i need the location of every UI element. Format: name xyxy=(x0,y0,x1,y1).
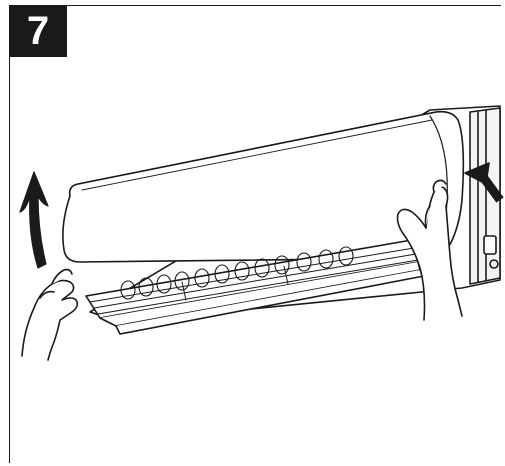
curved-up-arrow-icon xyxy=(20,172,48,268)
left-hand xyxy=(22,270,77,361)
front-panel xyxy=(63,112,463,262)
display-window xyxy=(484,236,496,254)
